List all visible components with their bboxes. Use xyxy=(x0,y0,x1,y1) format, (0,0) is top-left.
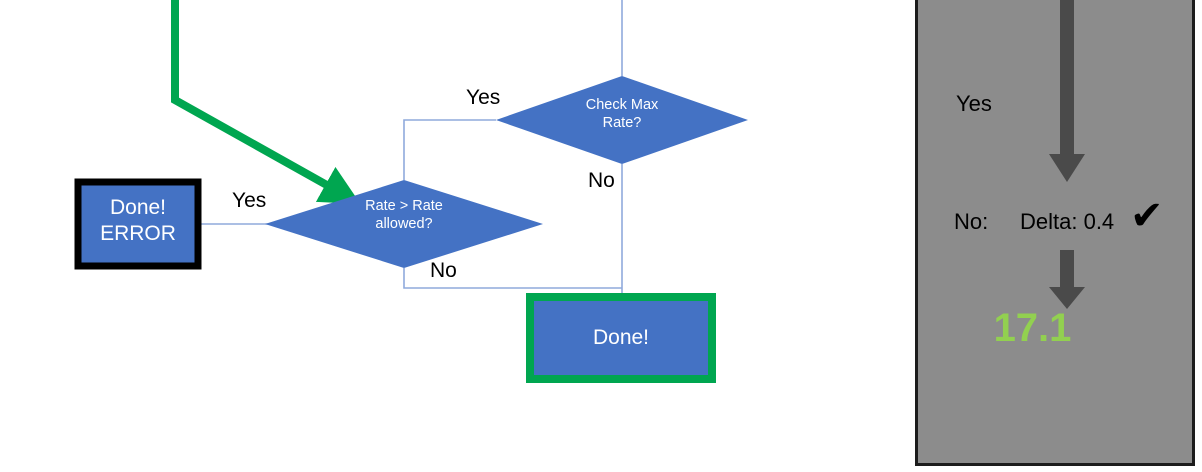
green-highlight-arrow xyxy=(171,0,361,204)
edge-label-no-rate-gt-rate: No xyxy=(430,259,457,282)
node-rate-gt-rate-allowed[interactable] xyxy=(265,180,543,268)
connector-yes-check-max-rate xyxy=(403,119,496,180)
checkmark-icon: ✔ xyxy=(1130,194,1164,238)
side-panel-graphics xyxy=(1049,0,1085,309)
flowchart-graphics xyxy=(74,0,748,383)
side-panel-no-label: No: xyxy=(954,209,989,234)
node-check-max-rate[interactable] xyxy=(496,76,748,164)
side-panel-delta-label: Delta: 0.4 xyxy=(1020,209,1115,234)
edge-label-yes-check-max-rate: Yes xyxy=(466,86,501,109)
flowchart-area: Done! ERROR Rate > Rate allowed? Check M… xyxy=(74,0,748,383)
connector-no-rate-gt-rate xyxy=(403,268,622,289)
side-panel: Yes No: Delta: 0.4 ✔ 17.1 xyxy=(915,0,1195,466)
arrow-down-long-icon xyxy=(1049,0,1085,182)
node-done-error[interactable] xyxy=(74,178,202,270)
node-done[interactable] xyxy=(526,293,716,383)
side-panel-result-value: 17.1 xyxy=(993,306,1072,350)
edge-label-yes-done-error: Yes xyxy=(232,189,267,212)
arrow-down-short-icon xyxy=(1049,250,1085,309)
edge-label-no-check-max-rate: No xyxy=(588,169,615,192)
side-panel-yes-label: Yes xyxy=(956,91,992,116)
